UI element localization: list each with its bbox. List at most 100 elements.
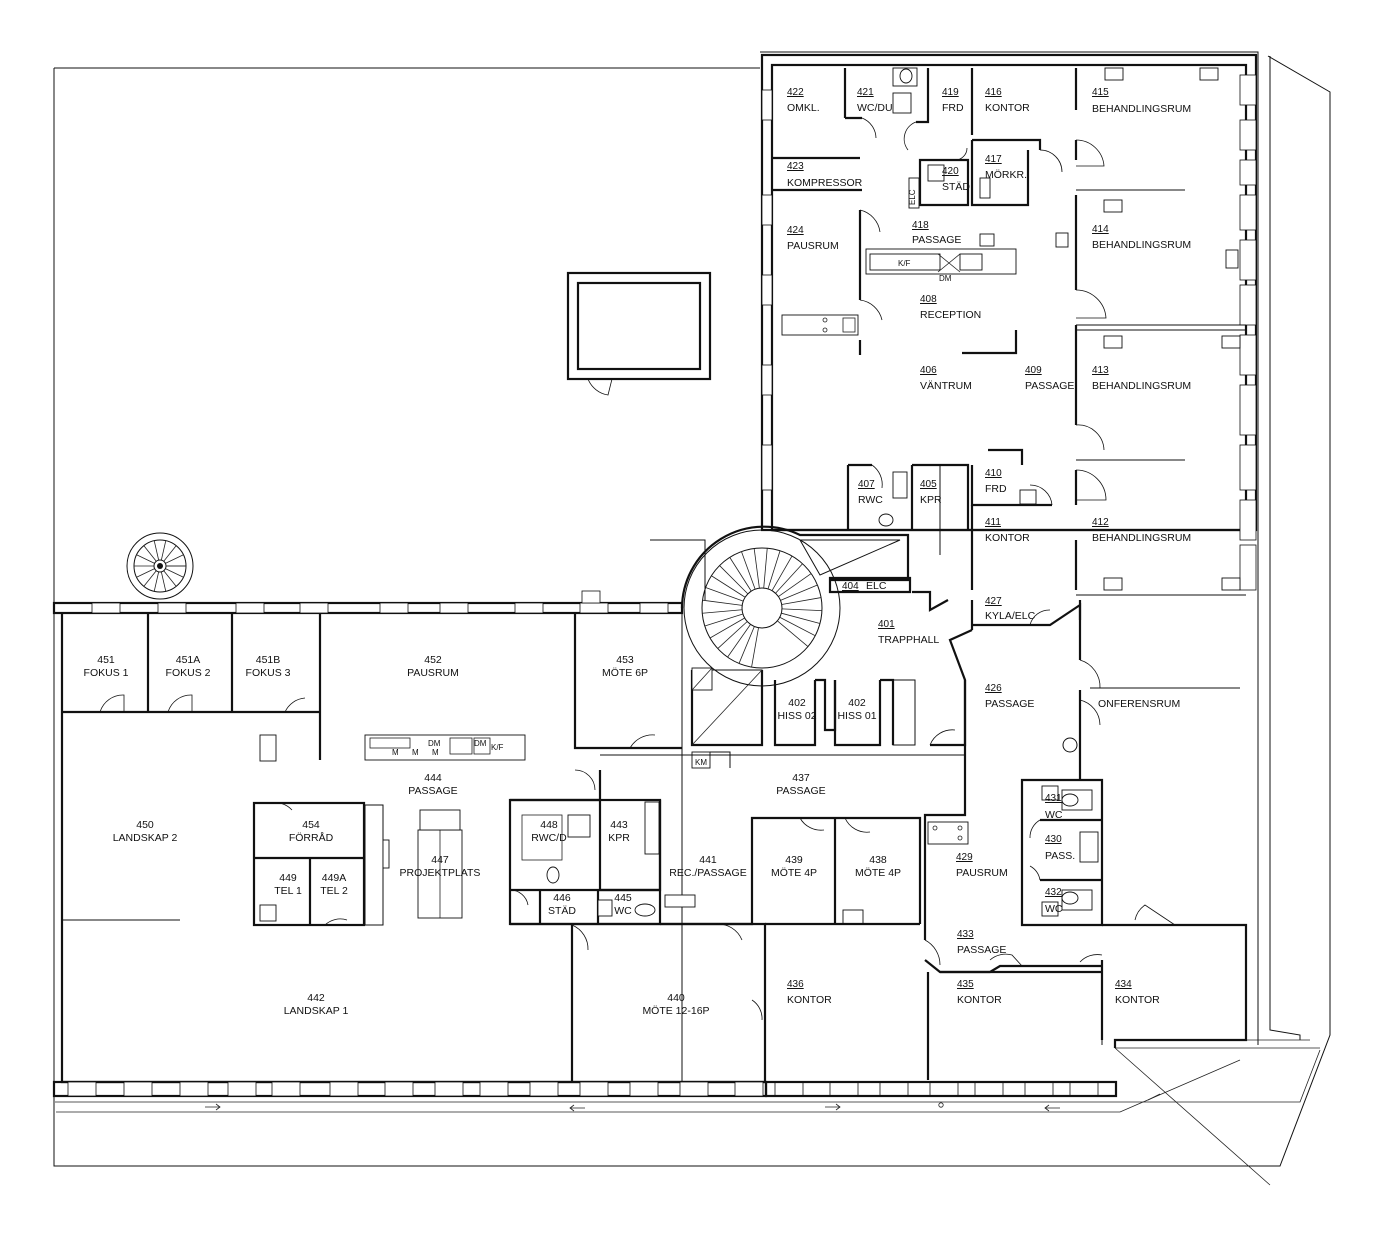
room-446-number: 446 bbox=[553, 892, 571, 904]
room-451-number: 451 bbox=[97, 654, 115, 666]
room-409-name: PASSAGE bbox=[1025, 380, 1074, 392]
stair-step-line bbox=[780, 584, 818, 601]
stair-step-line bbox=[160, 571, 167, 592]
stair-step-line bbox=[702, 609, 743, 614]
room-407-name: RWC bbox=[858, 494, 883, 506]
stair-step-line bbox=[763, 548, 768, 589]
room-419-number: 419 bbox=[942, 87, 959, 98]
room-427-number: 427 bbox=[985, 596, 1002, 607]
m-label-2: M bbox=[412, 748, 419, 757]
stair-step-line bbox=[709, 617, 745, 639]
room-450-name: LANDSKAP 2 bbox=[113, 832, 178, 844]
east-lower-walls bbox=[923, 600, 1248, 1080]
outer-outline bbox=[53, 51, 1331, 1186]
room-427-name: KYLA/ELC bbox=[985, 610, 1036, 622]
room-447-name: PROJEKTPLATS bbox=[400, 867, 481, 879]
room-453-name: MÖTE 6P bbox=[602, 667, 648, 679]
room-442-name: LANDSKAP 1 bbox=[284, 1005, 349, 1017]
stair-step-line bbox=[143, 570, 157, 587]
room-420-name: STÄD bbox=[942, 181, 970, 193]
room-415-name: BEHANDLINGSRUM bbox=[1092, 103, 1191, 115]
room-418-name: PASSAGE bbox=[912, 234, 961, 246]
room-430-number: 430 bbox=[1045, 834, 1062, 845]
konferensrum-label: ONFERENSRUM bbox=[1098, 698, 1180, 710]
room-406-name: VÄNTRUM bbox=[920, 380, 972, 392]
room-426-name: PASSAGE bbox=[985, 698, 1034, 710]
room-406-number: 406 bbox=[920, 365, 937, 376]
stair-step-line bbox=[165, 554, 184, 564]
room-440-number: 440 bbox=[667, 992, 685, 1004]
room-417-name: MÖRKR. bbox=[985, 169, 1027, 181]
stair-step-line bbox=[711, 575, 746, 598]
room-449-name: TEL 1 bbox=[274, 885, 302, 897]
room-441-number: 441 bbox=[699, 854, 717, 866]
room-405-name: KPR bbox=[920, 494, 942, 506]
room-433-name: PASSAGE bbox=[957, 944, 1006, 956]
stair-step-line bbox=[719, 565, 749, 595]
room-422-number: 422 bbox=[787, 87, 804, 98]
room-423-name: KOMPRESSOR bbox=[787, 177, 863, 189]
km-label: KM bbox=[695, 758, 707, 767]
room-410-name: FRD bbox=[985, 483, 1007, 495]
room-402a-name: HISS 02 bbox=[777, 710, 816, 722]
room-430-name: PASS. bbox=[1045, 850, 1075, 862]
room-441-name: REC./PASSAGE bbox=[669, 867, 746, 879]
lightwell bbox=[566, 271, 712, 396]
spiral-stair bbox=[126, 532, 194, 600]
room-429-name: PAUSRUM bbox=[956, 867, 1008, 879]
room-440-name: MÖTE 12-16P bbox=[642, 1005, 709, 1017]
stair-step-line bbox=[705, 587, 744, 602]
room-444-name: PASSAGE bbox=[408, 785, 457, 797]
room-449a-name: TEL 2 bbox=[320, 885, 348, 897]
room-446-name: STÄD bbox=[548, 905, 576, 917]
kf-label-reception: K/F bbox=[898, 259, 911, 268]
stair-step-line bbox=[781, 612, 821, 624]
stair-step-line bbox=[753, 548, 760, 589]
room-402b-name: HISS 01 bbox=[837, 710, 876, 722]
room-420-number: 420 bbox=[942, 166, 959, 177]
dm-label-pausrum-2: DM bbox=[474, 739, 487, 748]
stair-step-line bbox=[767, 550, 781, 590]
room-405-number: 405 bbox=[920, 479, 937, 490]
stair-step-line bbox=[729, 557, 752, 592]
elc-vertical-label: ELC bbox=[908, 189, 917, 205]
room-433-number: 433 bbox=[957, 929, 974, 940]
room-452-name: PAUSRUM bbox=[407, 667, 459, 679]
fixture-labels: K/F DM K/F DM DM M M M KM ELC bbox=[392, 189, 952, 767]
stair-step-line bbox=[738, 626, 755, 664]
stair-step-line bbox=[727, 624, 751, 658]
room-437-number: 437 bbox=[792, 772, 810, 784]
room-443-name: KPR bbox=[608, 832, 630, 844]
room-436-number: 436 bbox=[787, 979, 804, 990]
m-label-3: M bbox=[432, 748, 439, 757]
room-452-number: 452 bbox=[424, 654, 442, 666]
room-451a-name: FOKUS 2 bbox=[166, 667, 211, 679]
room-414-name: BEHANDLINGSRUM bbox=[1092, 239, 1191, 251]
stair-step-line bbox=[781, 608, 822, 612]
room-431-name: WC bbox=[1045, 809, 1063, 821]
room-434-name: KONTOR bbox=[1115, 994, 1160, 1006]
stair-step-line bbox=[778, 573, 812, 597]
room-451a-number: 451A bbox=[176, 654, 201, 666]
room-415-number: 415 bbox=[1092, 87, 1109, 98]
stair-step-line bbox=[702, 599, 743, 606]
stair-step-line bbox=[751, 627, 759, 668]
room-416-number: 416 bbox=[985, 87, 1002, 98]
room-401-name: TRAPPHALL bbox=[878, 634, 939, 646]
room-labels: 422 OMKL. 421 WC/DU 419 FRD 416 KONTOR 4… bbox=[787, 87, 1191, 1006]
kf-label-pausrum: K/F bbox=[491, 743, 504, 752]
stair-step-line bbox=[163, 545, 177, 562]
room-429-number: 429 bbox=[956, 852, 973, 863]
room-404-name: ELC bbox=[866, 580, 887, 592]
room-435-name: KONTOR bbox=[957, 994, 1002, 1006]
room-450-number: 450 bbox=[136, 819, 154, 831]
room-439-name: MÖTE 4P bbox=[771, 867, 817, 879]
stair-step-line bbox=[741, 551, 756, 590]
room-413-number: 413 bbox=[1092, 365, 1109, 376]
room-432-number: 432 bbox=[1045, 887, 1062, 898]
room-421-number: 421 bbox=[857, 87, 874, 98]
stair-step-line bbox=[165, 568, 184, 578]
stair-step-line bbox=[160, 540, 167, 561]
room-445-number: 445 bbox=[614, 892, 632, 904]
room-421-name: WC/DU bbox=[857, 102, 893, 114]
